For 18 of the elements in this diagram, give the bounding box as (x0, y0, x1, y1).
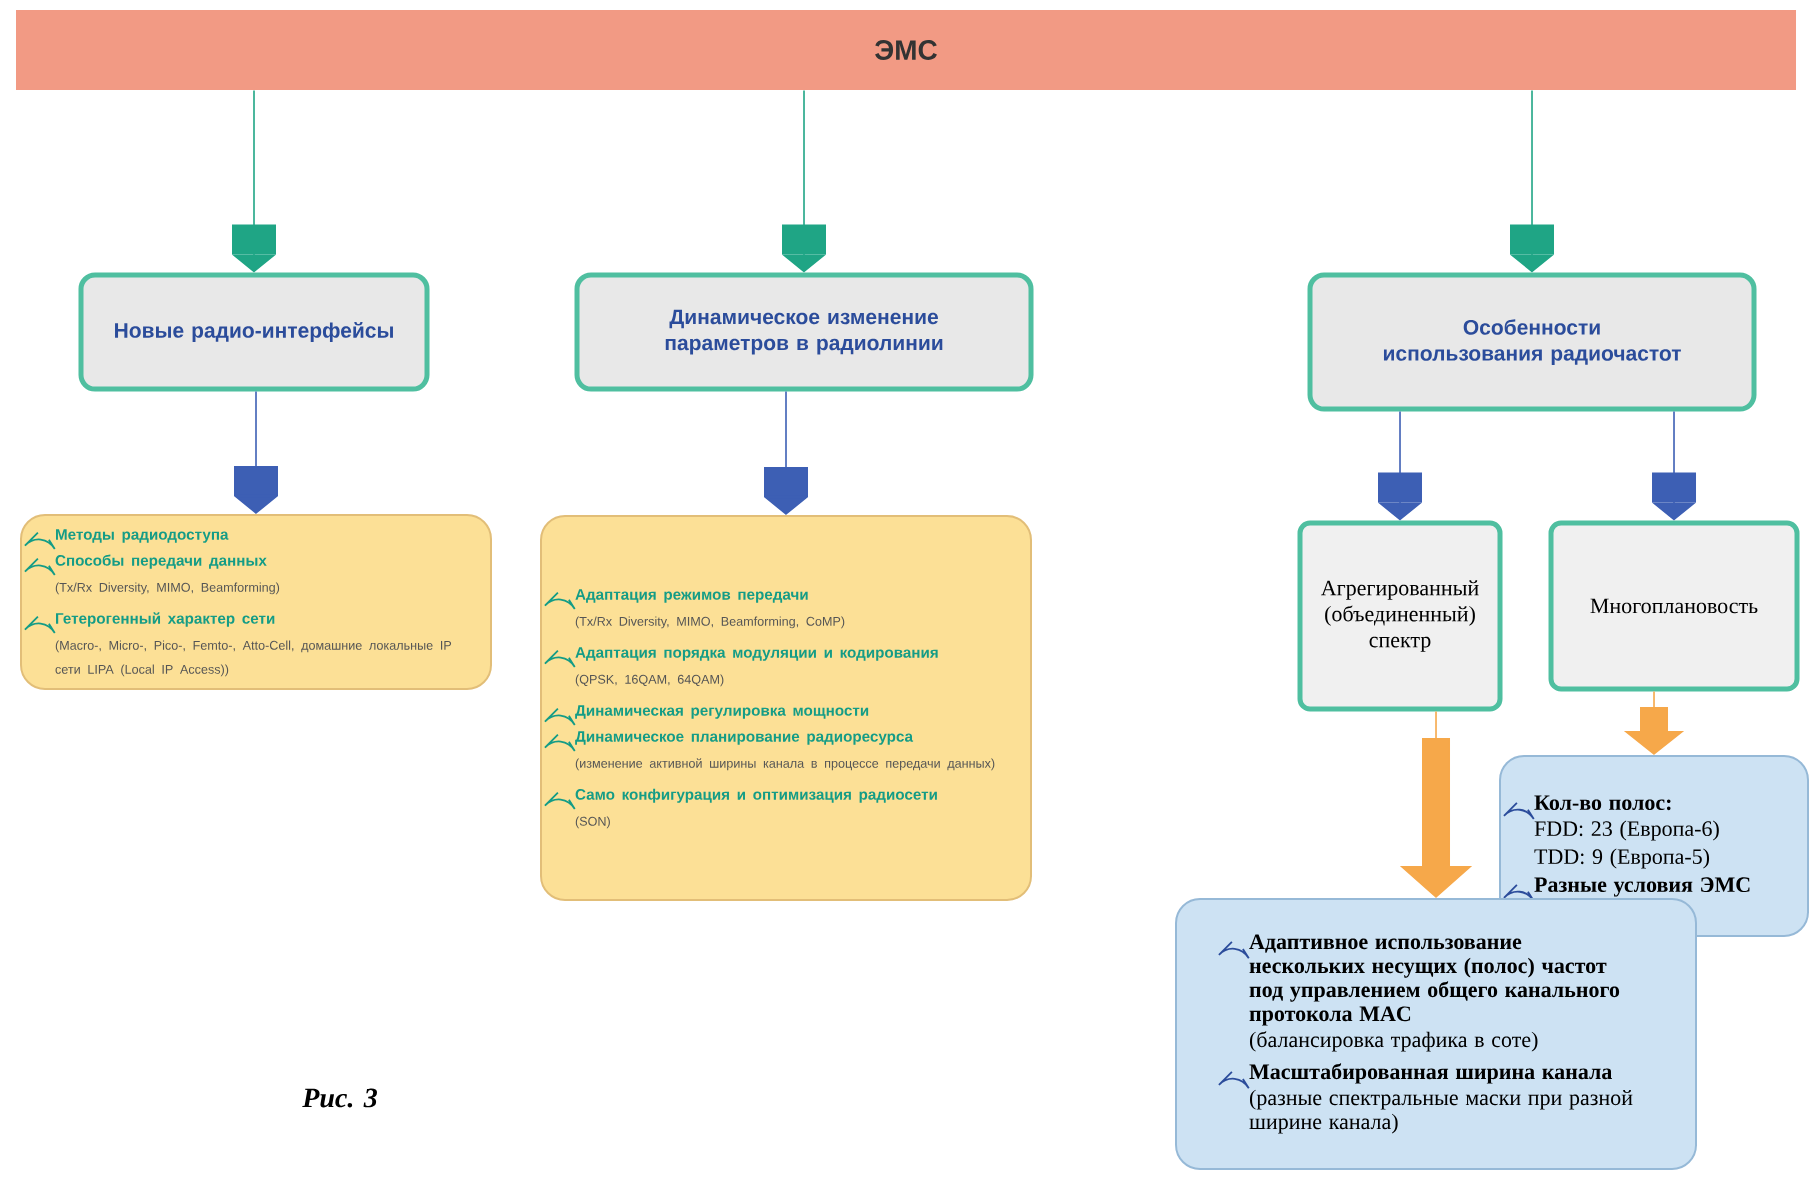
list-box (1175, 898, 1697, 1170)
list-box (20, 514, 492, 690)
title-bar: ЭМС (16, 10, 1796, 90)
item-text: FDD: 23 (Европа-6) (1534, 820, 1719, 841)
category-box: Многоплановость (1548, 520, 1800, 692)
category-box: Динамическое изменение параметров в радиолинии (574, 272, 1034, 392)
category-box: Агрегированный (объединенный) спектр (1297, 520, 1503, 712)
category-box: Особенности использования радиочастот (1307, 272, 1757, 412)
item-text: TDD: 9 (Европа-5) (1534, 848, 1710, 869)
list-box (540, 515, 1032, 901)
item-heading: Кол-во полос: (1534, 795, 1671, 811)
category-box: Новые радио-интерфейсы (78, 272, 430, 392)
item-heading: Масштабированная ширина канала (1249, 1063, 1612, 1084)
item-detail: (балансировка трафика в соте) (1250, 1031, 1538, 1052)
item-heading: Разные условия ЭМС (1534, 877, 1750, 897)
figure-caption: Рис. 3 (302, 1088, 377, 1108)
item-detail: (разные спектральные маски при разной ширине канала) (1249, 1089, 1633, 1134)
item-heading: Адаптивное использование нескольких несущих (полос) частот под управлением общего канального протокола MAC (1249, 934, 1620, 1026)
